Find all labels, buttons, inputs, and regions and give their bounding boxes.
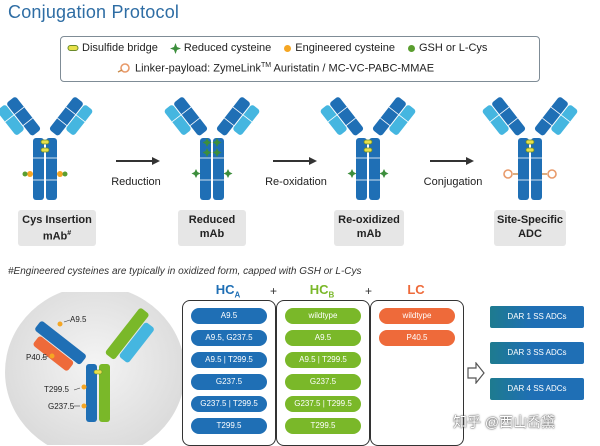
stage-reduced-line2: mAb [199,228,225,240]
lc-item: wildtype [379,308,455,324]
label-g2375: G237.5 [48,402,75,411]
linker-payload-label: Linker-payload: ZymeLinkTM Auristatin / … [135,62,434,75]
hca-item: A9.5 | T299.5 [191,352,267,368]
step-reoxidation: Re-oxidation [265,176,327,188]
hca-item: T299.5 [191,418,267,434]
hcb-column: wildtype A9.5 A9.5 | T299.5 G237.5 G237.… [276,300,370,446]
hcb-item: G237.5 | T299.5 [285,396,361,412]
dar-3-output: DAR 3 SS ADCs [490,342,584,364]
legend-row-2: Linker-payload: ZymeLinkTM Auristatin / … [117,62,434,75]
plus-2: + [365,284,373,298]
stage-reoxidized-line2: mAb [356,228,382,240]
linker-payload-suffix: Auristatin / MC-VC-PABC-MMAE [271,62,435,75]
plus-1: + [270,284,278,298]
workflow-diagram [0,95,580,201]
legend-label-reduced: Reduced cysteine [183,42,272,54]
legend-row-1: Disulfide bridge Reduced cysteine Engine… [67,42,499,54]
stage-box-adc: Site-Specific ADC [494,210,566,246]
footnote: #Engineered cysteines are typically in o… [8,266,362,277]
stage-cys-insertion-mab: mAb [42,230,68,243]
step-conjugation: Conjugation [423,176,483,188]
stage-cys-insertion-line2: mAb# [18,227,96,244]
stage-adc-line2: ADC [518,228,542,240]
dar-1-output: DAR 1 SS ADCs [490,306,584,328]
legend-item-disulfide: Disulfide bridge [67,42,158,54]
legend-label-engineered: Engineered cysteine [295,42,395,54]
stage-cys-insertion-line1: Cys Insertion [22,214,92,226]
stage-box-reduced: Reduced mAb [178,210,246,246]
legend-label-gsh: GSH or L-Cys [418,42,488,54]
stage-box-cys-insertion: Cys Insertion mAb# [18,210,96,246]
antibody-reoxidized [318,95,418,201]
label-p405: P40.5 [26,353,47,362]
stage-cys-insertion-sup: # [67,230,72,237]
step-reduction: Reduction [111,176,161,188]
hcb-item: G237.5 [285,374,361,390]
legend-item-gsh: GSH or L-Cys [407,42,487,54]
hca-item: G237.5 [191,374,267,390]
antibody-reduced [162,95,262,201]
hcb-item: A9.5 [285,330,361,346]
hcb-header-main: HC [309,282,329,297]
hcb-header-sub: B [328,290,335,300]
hca-item: A9.5 [191,308,267,324]
reduced-cysteine-icon [169,42,181,54]
disulfide-bridge-icon [67,45,79,51]
stage-box-reoxidized: Re-oxidized mAb [334,210,404,246]
stage-reoxidized-line1: Re-oxidized [338,214,400,226]
lc-column: wildtype P40.5 [370,300,464,446]
gsh-icon [407,44,415,52]
hcb-item: T299.5 [285,418,361,434]
antibody-cys-insertion [0,95,95,201]
legend-label-disulfide: Disulfide bridge [82,42,158,54]
hca-column: A9.5 A9.5, G237.5 A9.5 | T299.5 G237.5 G… [182,300,276,446]
legend-box: Disulfide bridge Reduced cysteine Engine… [60,36,540,82]
trademark-sup: TM [260,62,272,69]
lc-header: LC [407,282,425,297]
legend-item-engineered: Engineered cysteine [283,42,395,54]
label-a95: A9.5 [70,315,87,324]
lc-item: P40.5 [379,330,455,346]
antibody-adc [480,95,580,201]
stage-reduced-line1: Reduced [188,214,236,226]
watermark: 知乎 @西山岙黛 [453,414,556,430]
stage-adc-line1: Site-Specific [496,214,564,226]
engineered-cysteine-icon [284,44,292,52]
linker-payload-prefix: Linker-payload: ZymeLink [135,62,261,75]
hcb-item: A9.5 | T299.5 [285,352,361,368]
hca-item: G237.5 | T299.5 [191,396,267,412]
hcb-item: wildtype [285,308,361,324]
page-title: Conjugation Protocol [8,2,180,22]
linker-payload-icon [117,63,130,74]
hca-header: HCA [182,282,274,300]
hca-header-sub: A [234,290,241,300]
dar-4-output: DAR 4 SS ADCs [490,378,584,400]
hcb-header: HCB [276,282,368,300]
label-t2995: T299.5 [44,385,69,394]
bispecific-antibody-illustration [5,292,185,445]
result-arrow-icon [467,362,485,384]
hca-header-main: HC [215,282,235,297]
hca-item: A9.5, G237.5 [191,330,267,346]
legend-item-reduced: Reduced cysteine [169,42,272,54]
